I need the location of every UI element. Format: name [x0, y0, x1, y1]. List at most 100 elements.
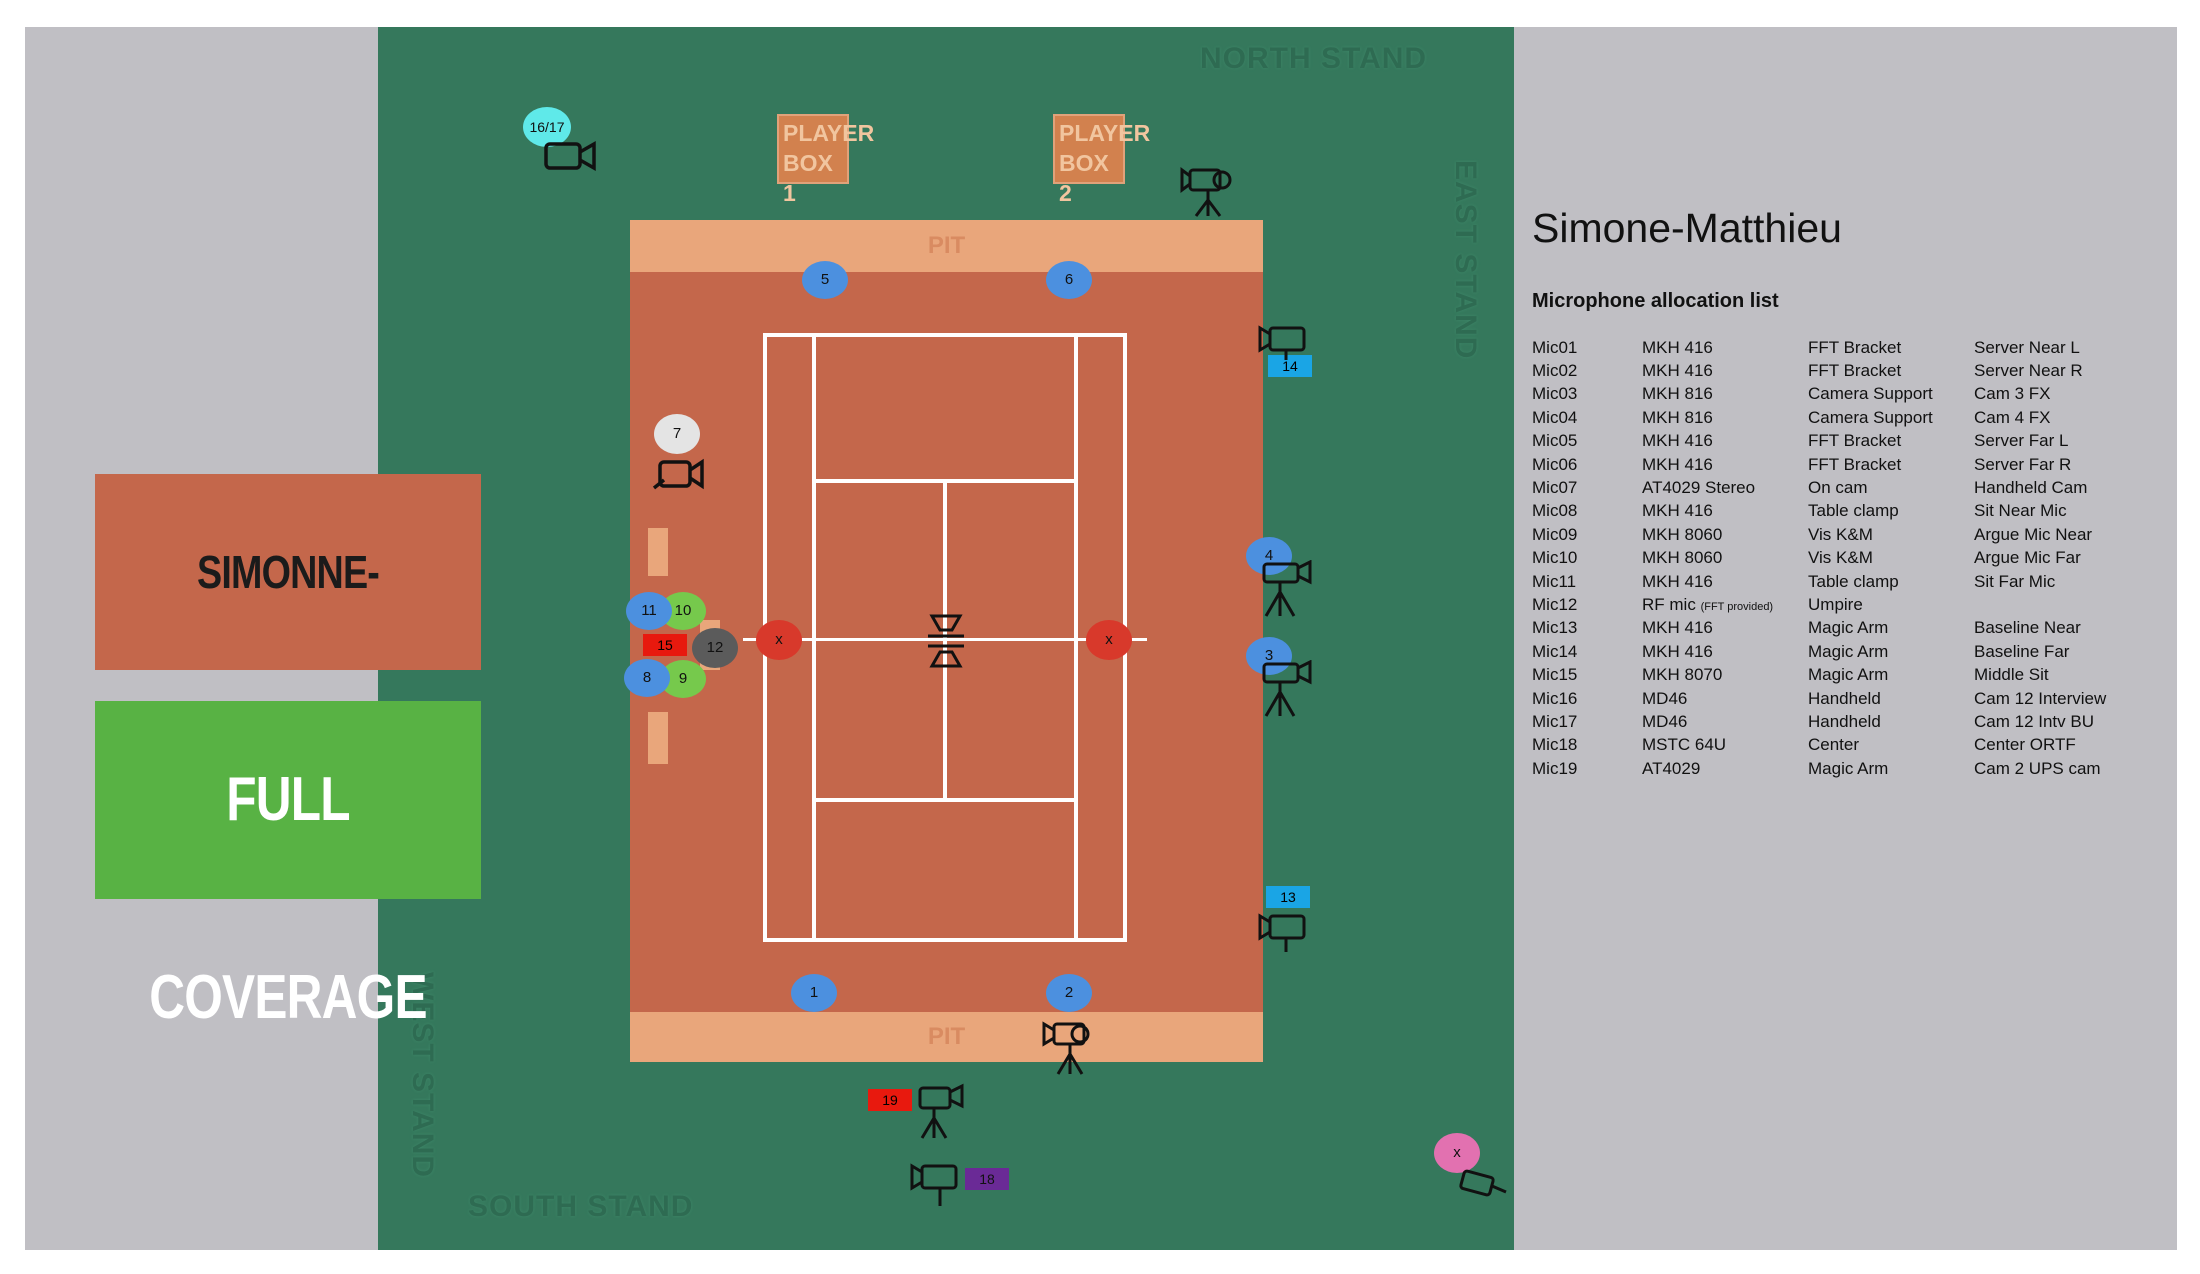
- cell-model: MKH 416: [1642, 617, 1808, 640]
- cell-mount: Umpire: [1808, 593, 1974, 616]
- cell-mount-text: FFT Bracket: [1808, 431, 1902, 451]
- cell-id: Mic03: [1532, 383, 1642, 406]
- cell-id: Mic07: [1532, 476, 1642, 499]
- cell-use: Server Near L: [1974, 336, 2134, 359]
- mic-marker-6: 6: [1046, 261, 1092, 299]
- cell-mount-text: Magic Arm: [1808, 758, 1889, 778]
- cell-use: Sit Near Mic: [1974, 500, 2134, 523]
- cell-model: RF mic (FFT provided): [1642, 593, 1808, 616]
- cell-use-text: Server Far L: [1974, 431, 2069, 451]
- cell-model-text: MD46: [1642, 688, 1688, 708]
- camera-icon-13: [1258, 913, 1306, 952]
- cell-model-text: MKH 816: [1642, 407, 1713, 427]
- cell-id: Mic04: [1532, 406, 1642, 429]
- cell-id: Mic10: [1532, 547, 1642, 570]
- mic-marker-7: 7: [654, 414, 700, 454]
- cell-use: Cam 4 FX: [1974, 406, 2134, 429]
- cell-mount-text: FFT Bracket: [1808, 454, 1902, 474]
- cell-model: MKH 416: [1642, 570, 1808, 593]
- cell-model: MKH 416: [1642, 640, 1808, 663]
- cell-model-text: MSTC 64U: [1642, 735, 1727, 755]
- pit-top-label: PIT: [927, 232, 966, 259]
- court-name-box: SIMONNE-MATHIEU: [95, 474, 481, 794]
- umpire-chair-icon: [928, 614, 964, 668]
- cell-id: Mic01: [1532, 336, 1642, 359]
- cell-use-text: Center ORTF: [1974, 735, 2076, 755]
- cell-id: Mic17: [1532, 710, 1642, 733]
- cell-id: Mic08: [1532, 500, 1642, 523]
- mic-marker-16-17: 16/17: [523, 107, 571, 147]
- cell-mount: FFT Bracket: [1808, 336, 1974, 359]
- cell-model-text: AT4029: [1642, 758, 1701, 778]
- cell-mount: Magic Arm: [1808, 617, 1974, 640]
- cell-model: MKH 416: [1642, 336, 1808, 359]
- cell-use-text: Cam 2 UPS cam: [1974, 758, 2101, 778]
- mic-marker-5: 5: [802, 261, 848, 299]
- cell-model-text: MKH 416: [1642, 337, 1713, 357]
- cell-model: MKH 416: [1642, 453, 1808, 476]
- mic-marker-12: 12: [692, 628, 738, 668]
- cell-model-text: AT4029 Stereo: [1642, 478, 1756, 498]
- tennis-court: [630, 272, 1263, 1012]
- north-stand-label: NORTH STAND: [1200, 42, 1428, 75]
- tripod-camera-icon-4: [1262, 560, 1312, 617]
- cell-id: Mic15: [1532, 663, 1642, 686]
- cell-model-text: MKH 816: [1642, 384, 1713, 404]
- cell-model-text: MKH 8060: [1642, 524, 1723, 544]
- cell-use-text: Middle Sit: [1974, 665, 2049, 685]
- pit-top: PIT: [630, 220, 1263, 272]
- handheld-camera-icon: [652, 458, 704, 490]
- cell-use: Baseline Near: [1974, 617, 2134, 640]
- mic-marker-8: 8: [624, 659, 670, 697]
- player-box-1: PLAYER BOX 1: [777, 114, 874, 206]
- cell-use: Cam 2 UPS cam: [1974, 757, 2134, 780]
- cell-use: [1974, 593, 2134, 616]
- cell-id-text: Mic09: [1532, 524, 1578, 544]
- cell-mount-text: FFT Bracket: [1808, 337, 1902, 357]
- cell-mount-text: Camera Support: [1808, 384, 1933, 404]
- cell-use: Middle Sit: [1974, 663, 2134, 686]
- bench-top: [648, 528, 668, 576]
- cell-mount-text: Handheld: [1808, 688, 1881, 708]
- cell-mount: Vis K&M: [1808, 547, 1974, 570]
- pit-bottom: PIT: [630, 1012, 1263, 1062]
- mic-marker-x: x: [1434, 1133, 1480, 1173]
- cell-mount-text: Vis K&M: [1808, 548, 1873, 568]
- cell-id-text: Mic03: [1532, 384, 1578, 404]
- cell-id-text: Mic07: [1532, 478, 1578, 498]
- pit-bottom-label: PIT: [927, 1023, 966, 1050]
- coverage-box: FULL COVERAGE: [95, 701, 481, 1032]
- cell-use-text: Argue Mic Far: [1974, 548, 2081, 568]
- net-marker-left: x: [756, 620, 802, 660]
- mic-marker-19: 19: [868, 1089, 912, 1111]
- cell-mount: Handheld: [1808, 710, 1974, 733]
- cell-id-text: Mic14: [1532, 641, 1578, 661]
- cell-model-text: MKH 416: [1642, 641, 1713, 661]
- cell-mount: Table clamp: [1808, 500, 1974, 523]
- cell-mount-text: FFT Bracket: [1808, 361, 1902, 381]
- camera-icon-top-left: [544, 140, 596, 172]
- cell-id: Mic19: [1532, 757, 1642, 780]
- cell-use-text: Cam 12 Interview: [1974, 688, 2107, 708]
- cell-use-text: Baseline Far: [1974, 641, 2070, 661]
- cell-model: MKH 8060: [1642, 523, 1808, 546]
- cell-model-text: MKH 416: [1642, 501, 1713, 521]
- cell-mount: Magic Arm: [1808, 757, 1974, 780]
- cell-use: Argue Mic Far: [1974, 547, 2134, 570]
- cell-use-text: Cam 12 Intv BU: [1974, 711, 2094, 731]
- mic-marker-13: 13: [1266, 886, 1310, 908]
- mic-marker-4: 4: [1246, 537, 1292, 575]
- mic-marker-3: 3: [1246, 637, 1292, 675]
- cell-id: Mic13: [1532, 617, 1642, 640]
- cell-id: Mic12: [1532, 593, 1642, 616]
- cell-use-text: Server Near R: [1974, 361, 2083, 381]
- cell-id: Mic18: [1532, 734, 1642, 757]
